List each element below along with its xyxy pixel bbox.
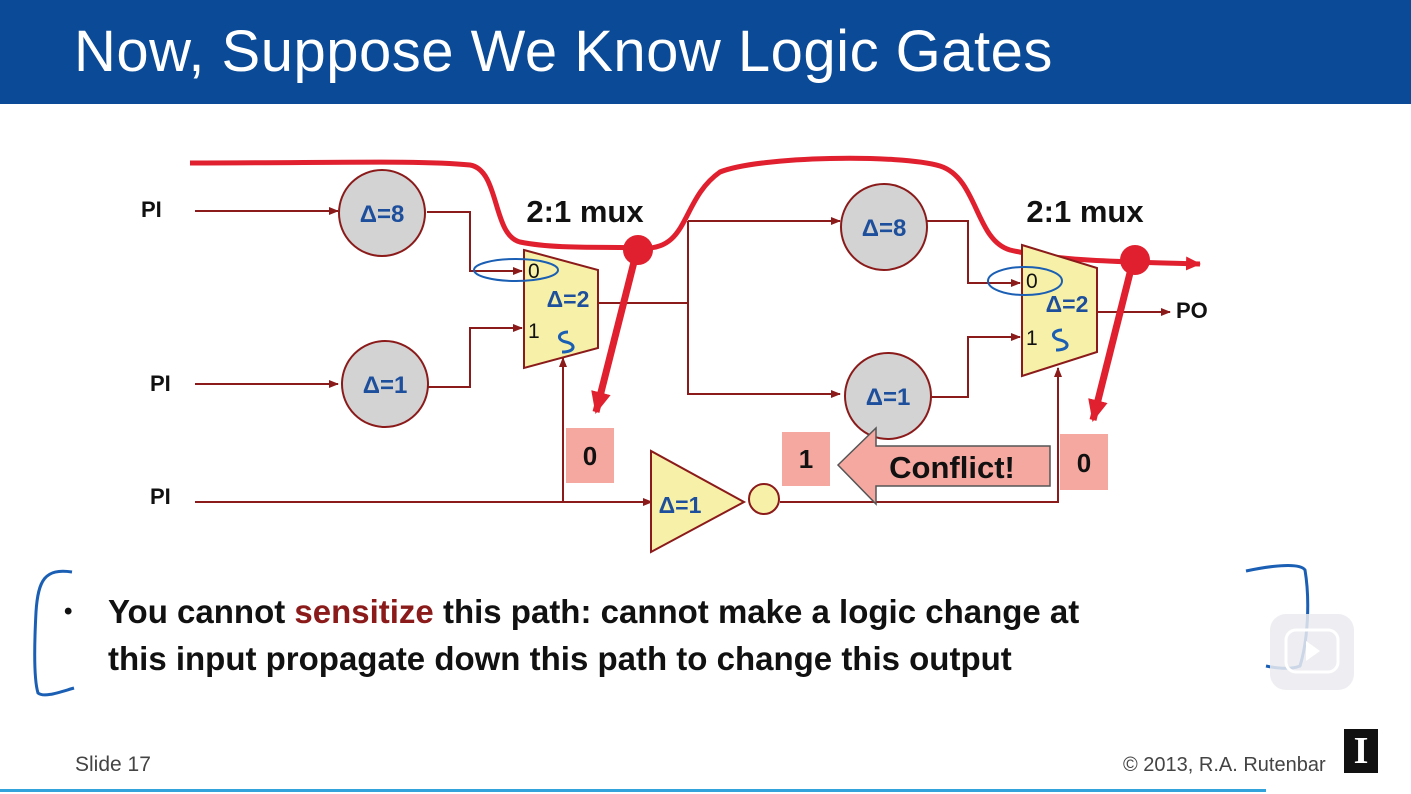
ink-circle-mux2 xyxy=(987,266,1063,296)
svg-text:1: 1 xyxy=(799,444,813,474)
slide-title: Now, Suppose We Know Logic Gates xyxy=(74,19,1053,84)
inverter-bubble xyxy=(748,483,780,515)
red-arrow-1 xyxy=(591,261,638,414)
gate-g4-label: Δ=1 xyxy=(866,384,911,411)
mux-2: 0 1 Δ=2 xyxy=(1021,243,1098,378)
mux-1-input-1: 1 xyxy=(528,320,540,343)
wire-g1-mux1 xyxy=(427,211,523,275)
po-label: PO xyxy=(1176,298,1208,323)
inverter-gate: Δ=1 xyxy=(650,449,780,554)
wire-g2-mux1 xyxy=(427,324,523,388)
path-node-1 xyxy=(623,235,653,265)
illinois-logo: I xyxy=(1344,729,1378,773)
conflict-label: Conflict! xyxy=(889,450,1015,485)
gate-g4: Δ=1 xyxy=(844,352,932,440)
gate-g3: Δ=8 xyxy=(840,183,928,271)
gate-g2: Δ=1 xyxy=(341,340,429,428)
value-box-2: 1 xyxy=(782,432,830,486)
pi-label-2: PI xyxy=(150,371,171,396)
pi-label-3: PI xyxy=(150,484,171,509)
mux-2-input-0: 0 xyxy=(1026,270,1038,293)
mux-2-label: 2:1 mux xyxy=(1026,194,1144,229)
mux-1-input-0: 0 xyxy=(528,260,540,283)
wire-g4-mux2 xyxy=(930,333,1021,398)
wire-inv-sel2 xyxy=(780,367,1062,503)
bullet-text: You cannot sensitize this path: cannot m… xyxy=(108,588,1079,682)
value-box-3: 0 xyxy=(1060,434,1108,490)
ink-circle-mux1 xyxy=(473,258,559,282)
ink-annotations xyxy=(473,258,1069,354)
mux-1: 0 1 Δ=2 xyxy=(523,248,599,370)
mux-2-delay: Δ=2 xyxy=(1046,291,1089,317)
pi-label-1: PI xyxy=(141,197,162,222)
value-box-1: 0 xyxy=(566,428,614,483)
critical-path xyxy=(189,155,1201,271)
mux-1-delay: Δ=2 xyxy=(547,286,590,312)
conflict-arrow: Conflict! xyxy=(836,426,1051,506)
ink-squiggle-mux1 xyxy=(558,330,575,354)
copyright: © 2013, R.A. Rutenbar xyxy=(1123,754,1326,776)
red-arrow-2 xyxy=(1088,272,1134,422)
slide-number: Slide 17 xyxy=(75,753,151,776)
logic-circuit-diagram: Δ=8 Δ=1 Δ=8 Δ=1 0 1 Δ=2 2:1 mux 0 1 Δ=2 … xyxy=(141,155,1208,554)
play-button[interactable] xyxy=(1270,614,1354,690)
bullet-line-1: You cannot sensitize this path: cannot m… xyxy=(108,593,1080,630)
inverter-delay: Δ=1 xyxy=(659,492,702,518)
svg-text:0: 0 xyxy=(583,441,597,471)
play-button-icon xyxy=(1284,628,1340,674)
gate-g3-label: Δ=8 xyxy=(862,215,907,242)
gate-g2-label: Δ=1 xyxy=(363,372,408,399)
ink-squiggle-mux2 xyxy=(1052,328,1069,352)
gate-g1-label: Δ=8 xyxy=(360,201,405,228)
progress-line xyxy=(0,789,1266,792)
wire-to-g4 xyxy=(687,303,841,398)
bullet-icon: • xyxy=(64,598,73,625)
wire-g3-mux2 xyxy=(926,220,1021,287)
mux-1-label: 2:1 mux xyxy=(526,194,644,229)
path-node-2 xyxy=(1120,245,1150,275)
svg-text:0: 0 xyxy=(1077,448,1091,478)
bullet-emphasis: sensitize xyxy=(294,593,434,630)
bullet-line-2: this input propagate down this path to c… xyxy=(108,640,1012,677)
gate-g1: Δ=8 xyxy=(338,169,426,257)
title-bar: Now, Suppose We Know Logic Gates xyxy=(0,0,1411,104)
mux-2-input-1: 1 xyxy=(1026,327,1038,350)
